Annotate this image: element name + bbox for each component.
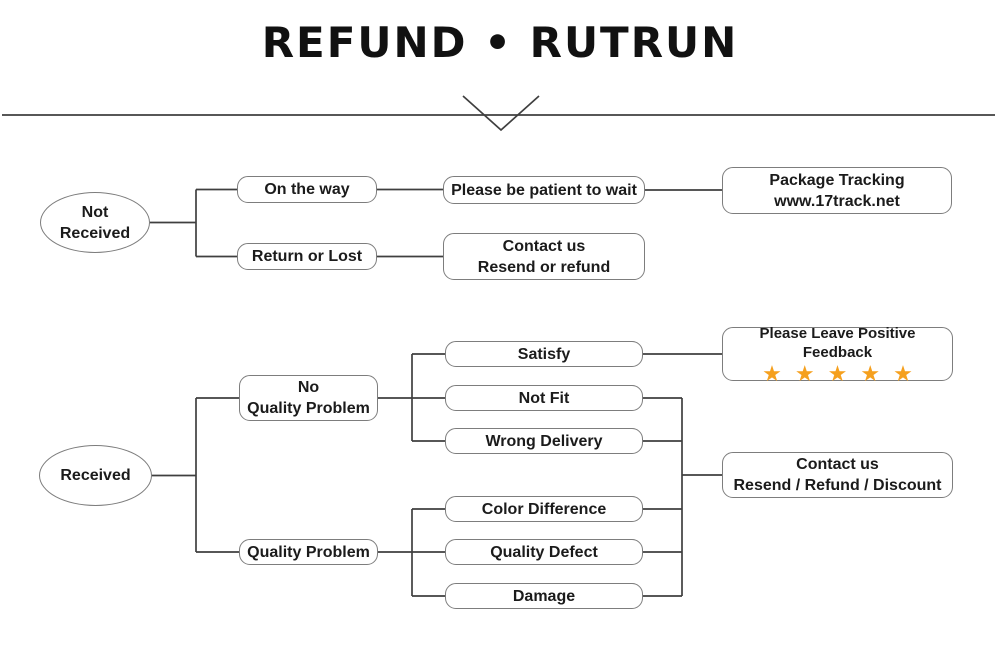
node-not-fit: Not Fit (445, 385, 643, 411)
node-damage: Damage (445, 583, 643, 609)
node-on-the-way: On the way (237, 176, 377, 203)
star-icon: ★ (827, 361, 861, 387)
node-quality-defect: Quality Defect (445, 539, 643, 565)
node-color-difference: Color Difference (445, 496, 643, 522)
node-wrong-delivery: Wrong Delivery (445, 428, 643, 454)
node-quality-problem: Quality Problem (239, 539, 378, 565)
node-return-or-lost: Return or Lost (237, 243, 377, 270)
node-package-tracking: Package Tracking www.17track.net (722, 167, 952, 214)
node-no-quality-problem: No Quality Problem (239, 375, 378, 421)
node-satisfy: Satisfy (445, 341, 643, 367)
node-contact-resend-refund: Contact us Resend or refund (443, 233, 645, 280)
page-title: REFUND • RUTRUN (261, 18, 739, 67)
node-be-patient: Please be patient to wait (443, 176, 645, 204)
star-icon: ★ (893, 361, 926, 387)
feedback-label: Please Leave Positive Feedback (759, 324, 916, 361)
node-received: Received (39, 445, 152, 506)
node-positive-feedback: Please Leave Positive Feedback ★★★★★ (722, 324, 953, 386)
node-not-received: Not Received (40, 192, 150, 253)
star-icon: ★ (762, 361, 795, 387)
chevron-down-icon (462, 95, 540, 132)
star-icon: ★ (794, 361, 828, 387)
five-star-rating: ★★★★★ (749, 361, 926, 387)
star-icon: ★ (860, 361, 894, 387)
node-contact-resend-refund-discount: Contact us Resend / Refund / Discount (722, 452, 953, 498)
